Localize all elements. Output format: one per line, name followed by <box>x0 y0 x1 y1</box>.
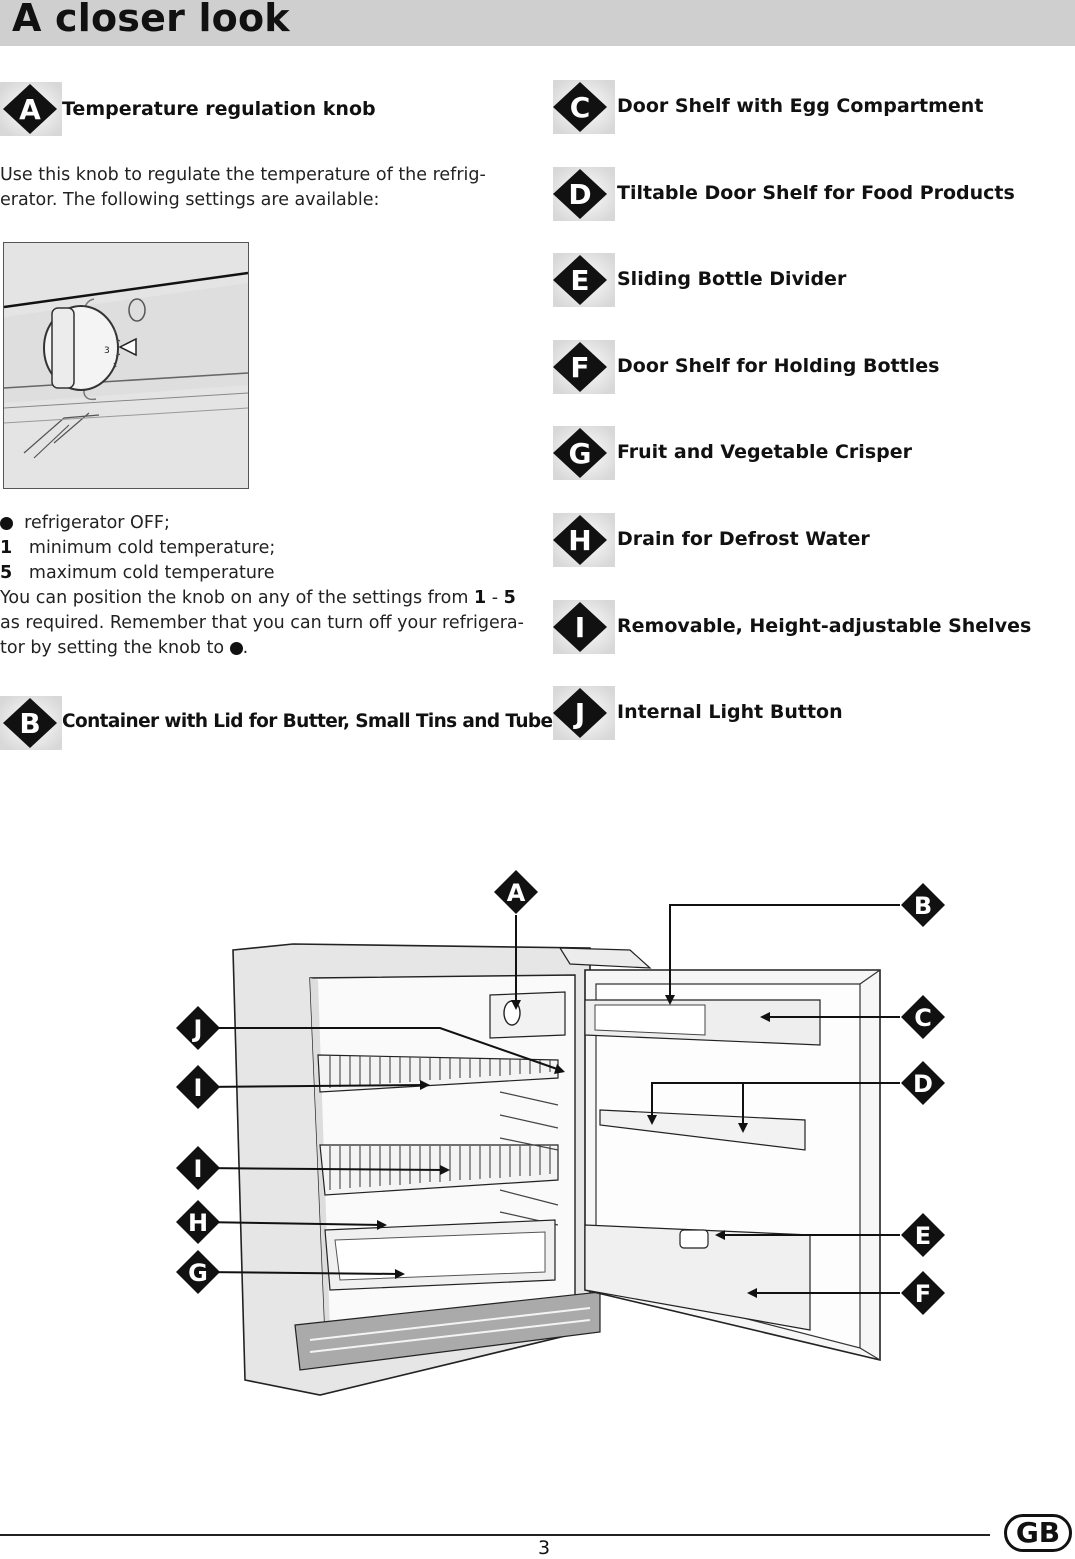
footer-rule <box>0 1534 990 1536</box>
badge-e-letter: E <box>570 264 589 297</box>
section-a-label: Temperature regulation knob <box>62 98 376 120</box>
badge-f-letter: F <box>570 351 589 384</box>
setting-max-key: 5 <box>0 563 13 583</box>
callout-d-icon: D <box>901 1061 945 1105</box>
setting-note-line-1: You can position the knob on any of the … <box>0 586 530 611</box>
setting-note-line-2: as required. Remember that you can turn … <box>0 613 524 633</box>
setting-min: 1 minimum cold temperature; <box>0 536 530 561</box>
badge-h-icon: H <box>553 513 615 567</box>
page-number: 3 <box>538 1537 551 1559</box>
badge-c-icon: C <box>553 80 615 134</box>
intro-line-2: erator. The following settings are avail… <box>0 190 380 210</box>
badge-i-letter: I <box>575 611 585 644</box>
callout-b-icon: B <box>901 883 945 927</box>
svg-text:I: I <box>194 1074 203 1102</box>
callout-j-icon: J <box>176 1006 220 1050</box>
title-bar: A closer look <box>0 0 1075 46</box>
callout-e-icon: E <box>901 1213 945 1257</box>
item-f-label: Door Shelf for Holding Bottles <box>617 355 940 377</box>
svg-text:D: D <box>913 1070 933 1098</box>
badge-b-letter: B <box>19 707 40 740</box>
knob-dial-number: 3 <box>104 346 110 356</box>
section-b-label: Container with Lid for Butter, Small Tin… <box>62 711 564 732</box>
item-j-label: Internal Light Button <box>617 701 843 723</box>
svg-text:G: G <box>188 1259 208 1287</box>
callout-f-icon: F <box>901 1271 945 1315</box>
note-end: . <box>242 638 249 658</box>
callout-a-icon: A <box>494 870 538 914</box>
intro-line-1: Use this knob to regulate the temperatur… <box>0 165 486 185</box>
svg-text:B: B <box>914 892 932 920</box>
setting-max: 5 maximum cold temperature <box>0 561 530 586</box>
svg-text:E: E <box>915 1222 931 1250</box>
badge-f-icon: F <box>553 340 615 394</box>
setting-note-line-3: tor by setting the knob to . <box>0 636 530 661</box>
callout-i-lower-icon: I <box>176 1146 220 1190</box>
badge-d-letter: D <box>568 178 591 211</box>
page-title: A closer look <box>12 0 290 40</box>
knob-settings-list: refrigerator OFF; 1 minimum cold tempera… <box>0 511 530 661</box>
callout-i-upper-icon: I <box>176 1065 220 1109</box>
badge-a-letter: A <box>19 93 41 126</box>
badge-a-icon: A <box>0 82 62 136</box>
svg-text:C: C <box>914 1004 932 1032</box>
setting-min-key: 1 <box>0 538 13 558</box>
note-text-a: You can position the knob on any of the … <box>0 588 474 608</box>
setting-max-text: maximum cold temperature <box>28 563 275 583</box>
item-g-label: Fruit and Vegetable Crisper <box>617 441 912 463</box>
badge-d-icon: D <box>553 167 615 221</box>
item-i-label: Removable, Height-adjustable Shelves <box>617 615 1032 637</box>
off-dot-icon <box>229 642 243 655</box>
knob-illustration: 3 <box>3 242 249 489</box>
badge-j-icon: J <box>553 686 615 740</box>
svg-text:J: J <box>192 1015 203 1043</box>
badge-e-icon: E <box>553 253 615 307</box>
item-h-label: Drain for Defrost Water <box>617 528 870 550</box>
item-d-label: Tiltable Door Shelf for Food Products <box>617 182 1015 204</box>
callout-c-icon: C <box>901 995 945 1039</box>
fridge-diagram: A B C D E F G H I I J <box>176 870 945 1396</box>
note-range-start: 1 <box>473 588 487 608</box>
badge-g-icon: G <box>553 426 615 480</box>
off-dot-icon <box>0 517 13 530</box>
note-range-end: 5 <box>503 588 516 608</box>
badge-c-letter: C <box>570 91 591 124</box>
setting-min-text: minimum cold temperature; <box>28 538 276 558</box>
badge-b-icon: B <box>0 696 62 750</box>
svg-text:F: F <box>915 1280 931 1308</box>
section-a-intro: Use this knob to regulate the temperatur… <box>0 163 530 213</box>
country-badge: GB <box>1004 1514 1072 1552</box>
svg-text:A: A <box>507 879 526 907</box>
badge-g-letter: G <box>569 437 592 470</box>
note-dash: - <box>486 588 504 608</box>
item-c-label: Door Shelf with Egg Compartment <box>617 95 984 117</box>
badge-i-icon: I <box>553 600 615 654</box>
setting-off-text: refrigerator OFF; <box>24 513 170 533</box>
svg-text:I: I <box>194 1155 203 1183</box>
svg-text:H: H <box>188 1209 208 1237</box>
note-text-c: tor by setting the knob to <box>0 638 225 658</box>
badge-j-letter: J <box>573 697 585 730</box>
item-e-label: Sliding Bottle Divider <box>617 268 847 290</box>
callout-g-icon: G <box>176 1250 220 1294</box>
setting-off: refrigerator OFF; <box>0 511 530 536</box>
badge-h-letter: H <box>568 524 591 557</box>
callout-h-icon: H <box>176 1200 220 1244</box>
